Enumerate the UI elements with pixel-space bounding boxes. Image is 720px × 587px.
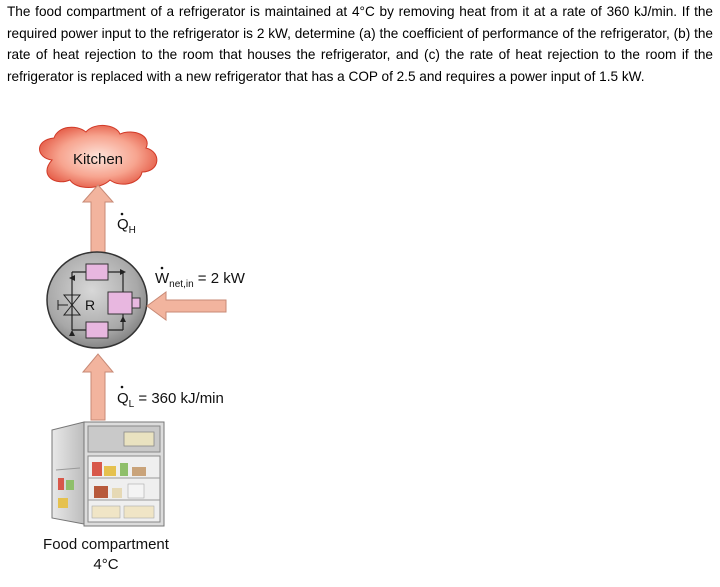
food-compartment-label: Food compartment bbox=[43, 536, 170, 553]
temperature-label: 4°C bbox=[93, 556, 118, 573]
refrigerator-illustration bbox=[51, 421, 165, 527]
qh-subscript: H bbox=[129, 225, 136, 236]
heat-rejection-arrow bbox=[81, 184, 115, 253]
w-label: Wnet,in = 2 kW bbox=[155, 270, 246, 290]
qh-dot bbox=[120, 212, 124, 216]
kitchen-label: Kitchen bbox=[73, 151, 123, 168]
w-dot bbox=[160, 266, 164, 270]
w-symbol: W bbox=[155, 270, 170, 287]
heat-removal-arrow bbox=[81, 353, 115, 421]
r-label: R bbox=[85, 297, 95, 313]
ql-dot bbox=[120, 385, 124, 389]
ql-label: QL = 360 kJ/min bbox=[117, 390, 224, 410]
work-input-arrow bbox=[146, 291, 227, 321]
qh-label: QH bbox=[117, 216, 136, 236]
problem-statement: The food compartment of a refrigerator i… bbox=[7, 4, 713, 84]
w-value: = 2 kW bbox=[194, 270, 246, 287]
ql-value: = 360 kJ/min bbox=[134, 390, 224, 407]
kitchen-cloud: Kitchen bbox=[39, 125, 158, 188]
w-subscript: net,in bbox=[169, 279, 193, 290]
ql-subscript: L bbox=[129, 399, 135, 410]
ql-symbol: Q bbox=[117, 390, 129, 407]
qh-symbol: Q bbox=[117, 216, 129, 233]
refrigerator-device: R bbox=[46, 251, 148, 349]
